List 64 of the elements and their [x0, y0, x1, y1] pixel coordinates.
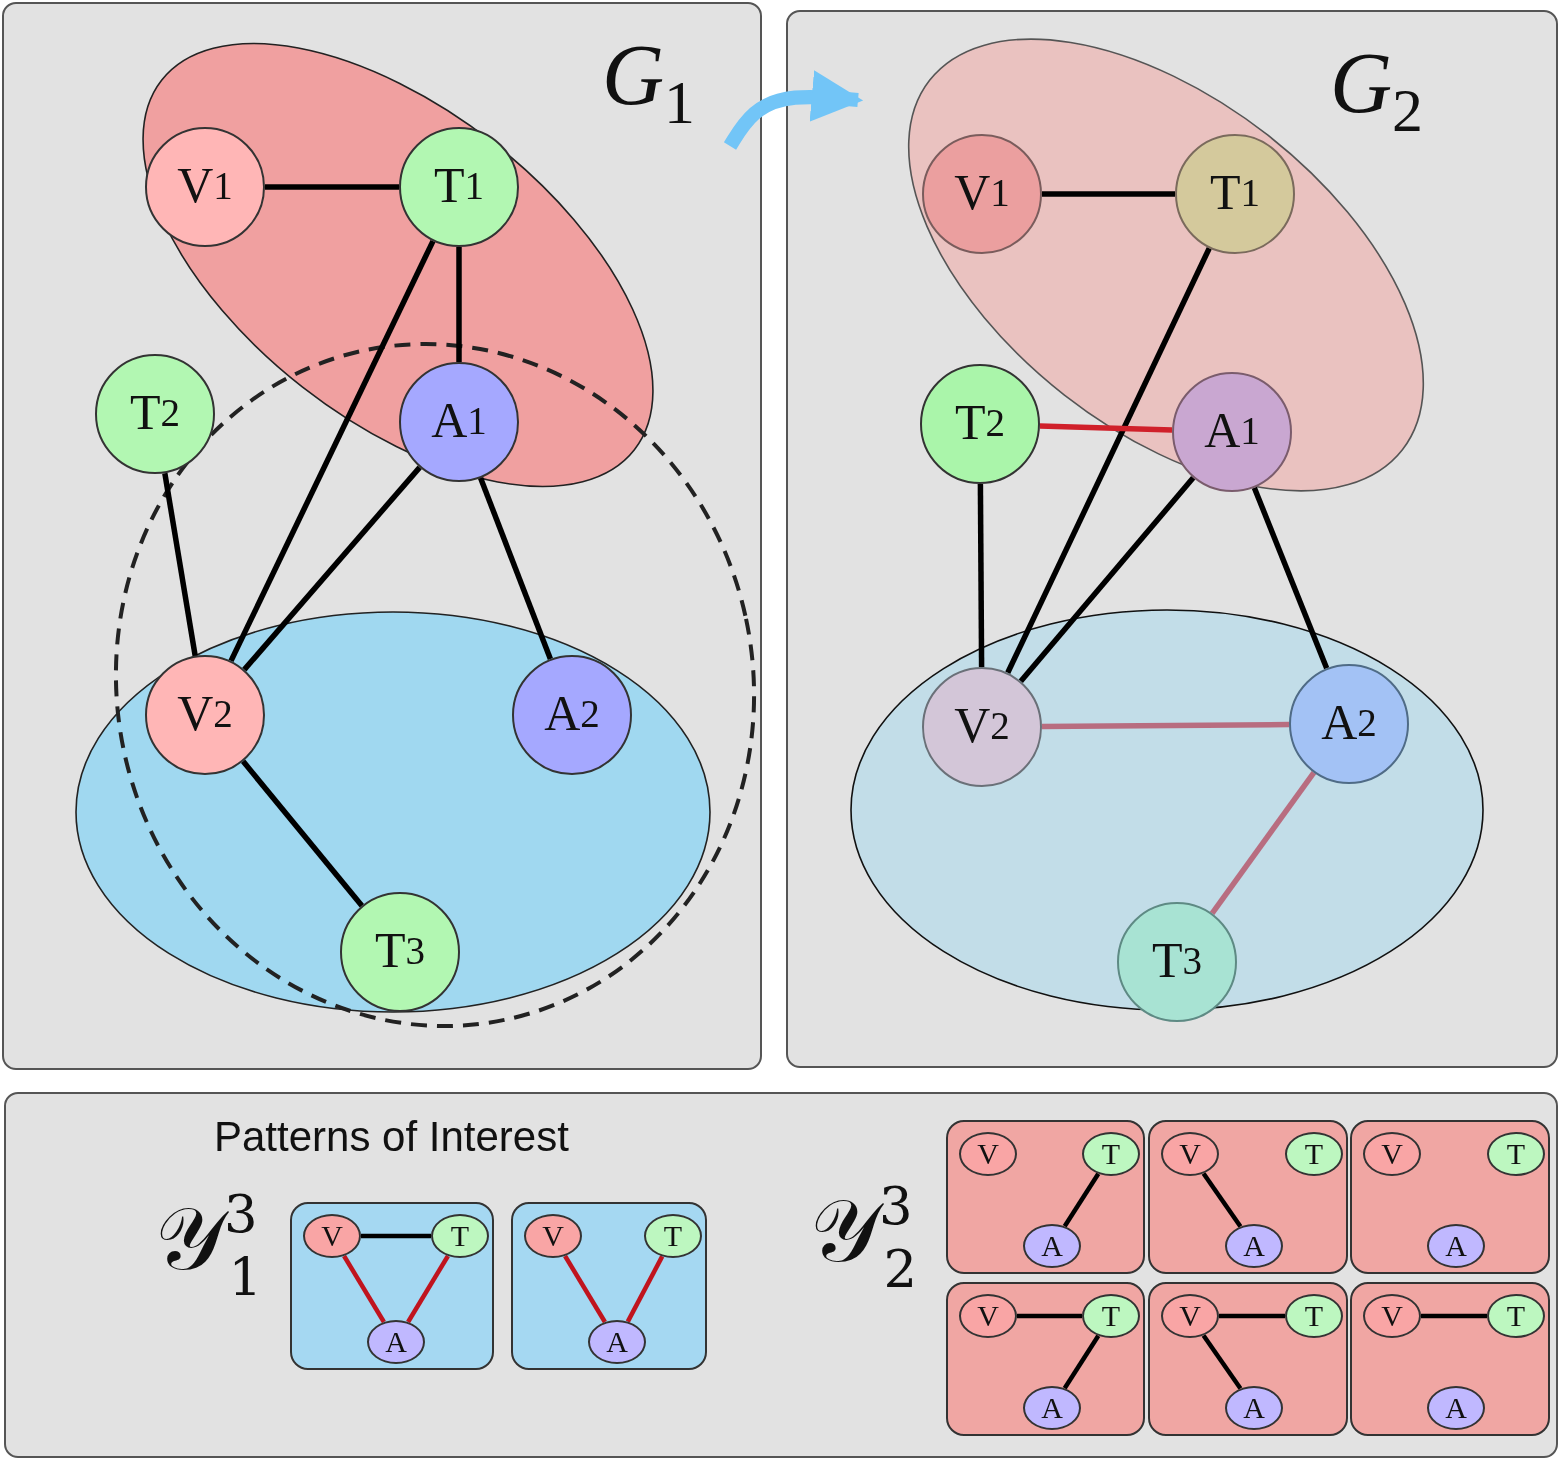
pattern-card — [290, 1202, 494, 1370]
vertex-node: A — [1427, 1386, 1485, 1430]
vertex-node: T — [1487, 1132, 1545, 1176]
graph-edge — [625, 1255, 665, 1323]
vertex-node: V — [524, 1214, 582, 1258]
graph-title: G$_{2}$ — [1330, 40, 1424, 142]
graph-edge — [1042, 191, 1175, 197]
graph-edge — [1251, 486, 1330, 670]
vertex-node: A — [1225, 1224, 1283, 1268]
vertex-node: T — [1285, 1294, 1343, 1338]
graph-edge — [242, 465, 422, 672]
vertex-node: V — [1161, 1132, 1219, 1176]
panel-title: Patterns of Interest — [214, 1116, 569, 1158]
vertex-node: T — [1487, 1294, 1545, 1338]
vertex-node: T — [1285, 1132, 1343, 1176]
graph-edge — [162, 472, 198, 657]
curved-arrow — [723, 70, 864, 150]
graph-edge — [478, 477, 553, 660]
graph-edge — [1209, 771, 1317, 915]
graph-edge — [977, 484, 985, 667]
vertex-node: V — [1161, 1294, 1219, 1338]
graph-edge — [456, 247, 462, 362]
graph-edge — [361, 1233, 431, 1239]
graph-title: G$_{1}$ — [602, 32, 696, 134]
graph-edge — [1005, 247, 1212, 674]
graph-edge — [1039, 423, 1173, 433]
pattern-card — [946, 1282, 1145, 1436]
vertex-node: T — [431, 1214, 489, 1258]
graph-edge — [1062, 1172, 1101, 1228]
vertex-node: A — [1427, 1224, 1485, 1268]
graph-edge — [228, 239, 436, 663]
graph-edge — [1201, 1334, 1243, 1390]
pattern-card — [946, 1120, 1145, 1274]
vertex-node: T — [1082, 1294, 1140, 1338]
vertex-node: T — [1082, 1132, 1140, 1176]
pattern-card — [1350, 1282, 1550, 1436]
graph-edge — [1017, 1313, 1082, 1319]
vertex-node: V — [959, 1294, 1017, 1338]
graph-edge — [1018, 476, 1196, 683]
pattern-card — [1148, 1282, 1348, 1436]
graph-edge — [1219, 1313, 1285, 1319]
graph-edge — [265, 184, 399, 190]
pattern-card — [1148, 1120, 1348, 1274]
graph-edge — [241, 759, 364, 908]
graph-edge — [406, 1254, 450, 1324]
vertex-node: V — [1363, 1294, 1421, 1338]
pattern-card — [511, 1202, 707, 1370]
graph-edge — [1201, 1172, 1243, 1228]
vertex-node: V — [959, 1132, 1017, 1176]
graph-edge — [1042, 721, 1289, 730]
vertex-node: A — [1023, 1224, 1081, 1268]
graph-edge — [1421, 1313, 1487, 1319]
patterns-panel — [4, 1092, 1558, 1458]
vertex-node: A — [1225, 1386, 1283, 1430]
vertex-node: A — [367, 1320, 425, 1364]
vertex-node: A — [1023, 1386, 1081, 1430]
graph-edge — [563, 1254, 607, 1324]
graph-edge — [342, 1254, 386, 1324]
graph-edge — [1062, 1334, 1101, 1390]
vertex-node: T — [644, 1214, 702, 1258]
vertex-node: A — [588, 1320, 646, 1364]
vertex-node: V — [1363, 1132, 1421, 1176]
pattern-card — [1350, 1120, 1550, 1274]
vertex-node: V — [303, 1214, 361, 1258]
